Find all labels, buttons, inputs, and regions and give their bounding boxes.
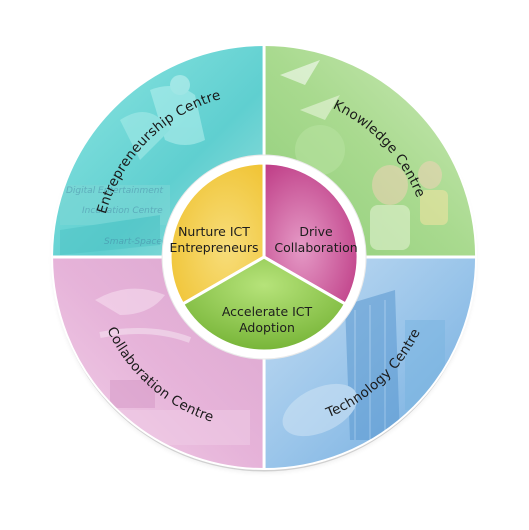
- core-sector-accelerate: [180, 255, 348, 353]
- outer-ring-border: [51, 44, 478, 471]
- entrepreneurship-photo: [60, 75, 205, 255]
- core: [168, 161, 360, 353]
- photo-caption-line1: Digital Entertainment: [66, 186, 163, 196]
- core-label-drive-line2: Collaboration: [274, 240, 357, 255]
- core-label-drive-line1: Drive: [299, 224, 333, 239]
- core-sector-drive: [262, 161, 360, 307]
- core-label-nurture-line1: Nurture ICT: [178, 224, 250, 239]
- entrepreneurship-photo-text: Digital Entertainment Incubation Centre …: [66, 186, 171, 247]
- core-label-nurture-line2: Entrepreneurs: [170, 240, 259, 255]
- core-sector-nurture: [168, 161, 266, 307]
- photo-caption-line2: Incubation Centre: [82, 206, 163, 216]
- core-backdrop-border: [161, 154, 367, 360]
- core-label-accelerate-line1: Accelerate ICT: [222, 304, 313, 319]
- knowledge-photo: [280, 60, 448, 250]
- core-label-accelerate-line2: Adoption: [239, 320, 295, 335]
- photo-caption-line3: Smart-Space@: [104, 237, 171, 247]
